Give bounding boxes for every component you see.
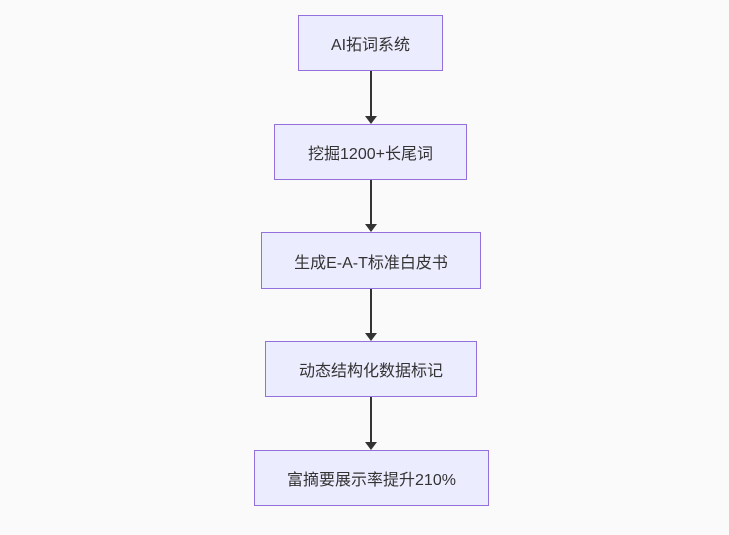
flow-node-label: 生成E-A-T标准白皮书	[294, 254, 448, 272]
arrow-down-icon	[365, 224, 377, 232]
flow-node-label: 富摘要展示率提升210%	[287, 472, 456, 489]
arrow-down-icon	[365, 333, 377, 341]
flow-node-ai-system: AI拓词系统	[298, 15, 443, 71]
arrow-down-icon	[365, 116, 377, 124]
edge-line	[370, 397, 372, 443]
edge-line	[370, 289, 372, 334]
edge-line	[370, 71, 372, 117]
flow-node-label: 动态结构化数据标记	[298, 363, 443, 380]
arrow-down-icon	[365, 442, 377, 450]
flow-node-structured-data: 动态结构化数据标记	[265, 341, 477, 397]
flow-node-label: AI拓词系统	[330, 37, 411, 54]
flow-node-longtail-words: 挖掘1200+长尾词	[274, 124, 467, 180]
edge-line	[370, 180, 372, 225]
flow-node-eat-whitepaper: 生成E-A-T标准白皮书	[261, 232, 481, 289]
flow-node-rich-snippet-result: 富摘要展示率提升210%	[254, 450, 489, 506]
flow-node-label: 挖掘1200+长尾词	[308, 146, 433, 163]
